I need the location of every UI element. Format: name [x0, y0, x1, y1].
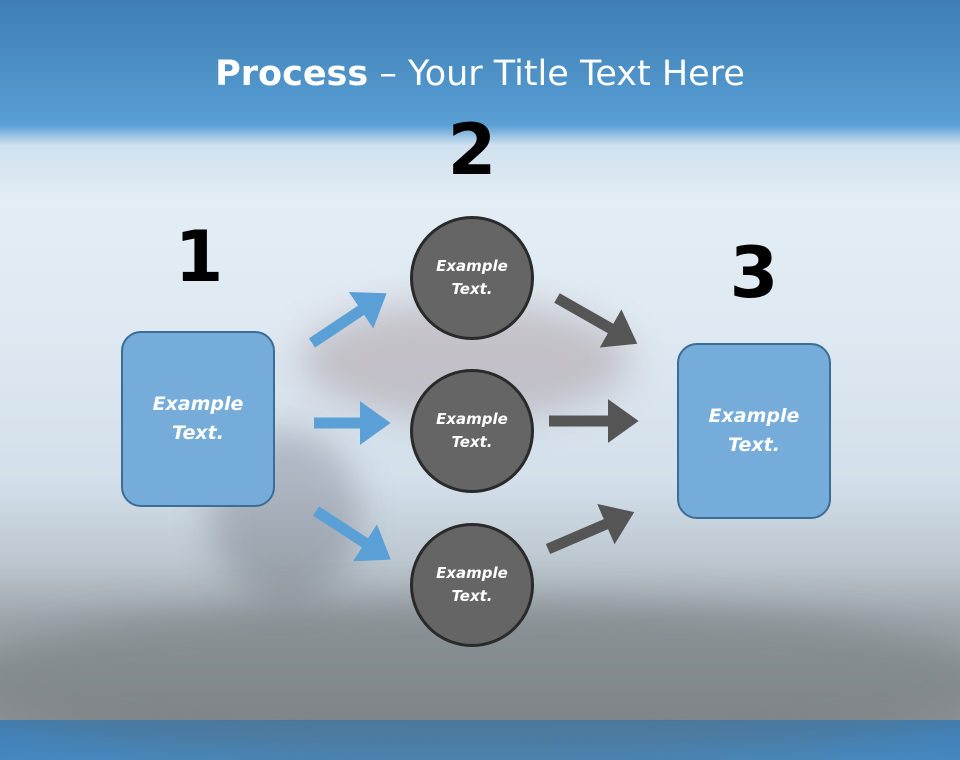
step-number-3: 3 — [729, 232, 779, 314]
step-box-1-text: Example Text. — [152, 393, 244, 444]
step-number-2: 2 — [447, 109, 497, 191]
arrow-to-circle-1 — [308, 292, 387, 348]
circle-2: Example Text. — [410, 369, 534, 493]
step-box-1: Example Text. — [121, 331, 275, 507]
arrow-from-circle-1 — [554, 293, 638, 348]
circle-1: Example Text. — [410, 216, 534, 340]
slide: Process – Your Title Text Here 1 2 3 Exa… — [0, 52, 960, 760]
circle-3-text: Example Text. — [436, 564, 508, 605]
circle-1-text: Example Text. — [436, 257, 508, 298]
title-bold: Process — [215, 54, 369, 94]
arrows-layer — [308, 292, 639, 562]
step-box-3: Example Text. — [677, 343, 831, 519]
circle-2-text: Example Text. — [436, 410, 508, 451]
arrow-to-circle-3 — [313, 506, 391, 562]
circle-3: Example Text. — [410, 523, 534, 647]
arrow-from-circle-3 — [545, 503, 635, 555]
title-rest: – Your Title Text Here — [368, 54, 745, 94]
step-number-1: 1 — [174, 216, 224, 298]
step-box-3-text: Example Text. — [708, 405, 800, 456]
slide-title: Process – Your Title Text Here — [0, 52, 960, 96]
